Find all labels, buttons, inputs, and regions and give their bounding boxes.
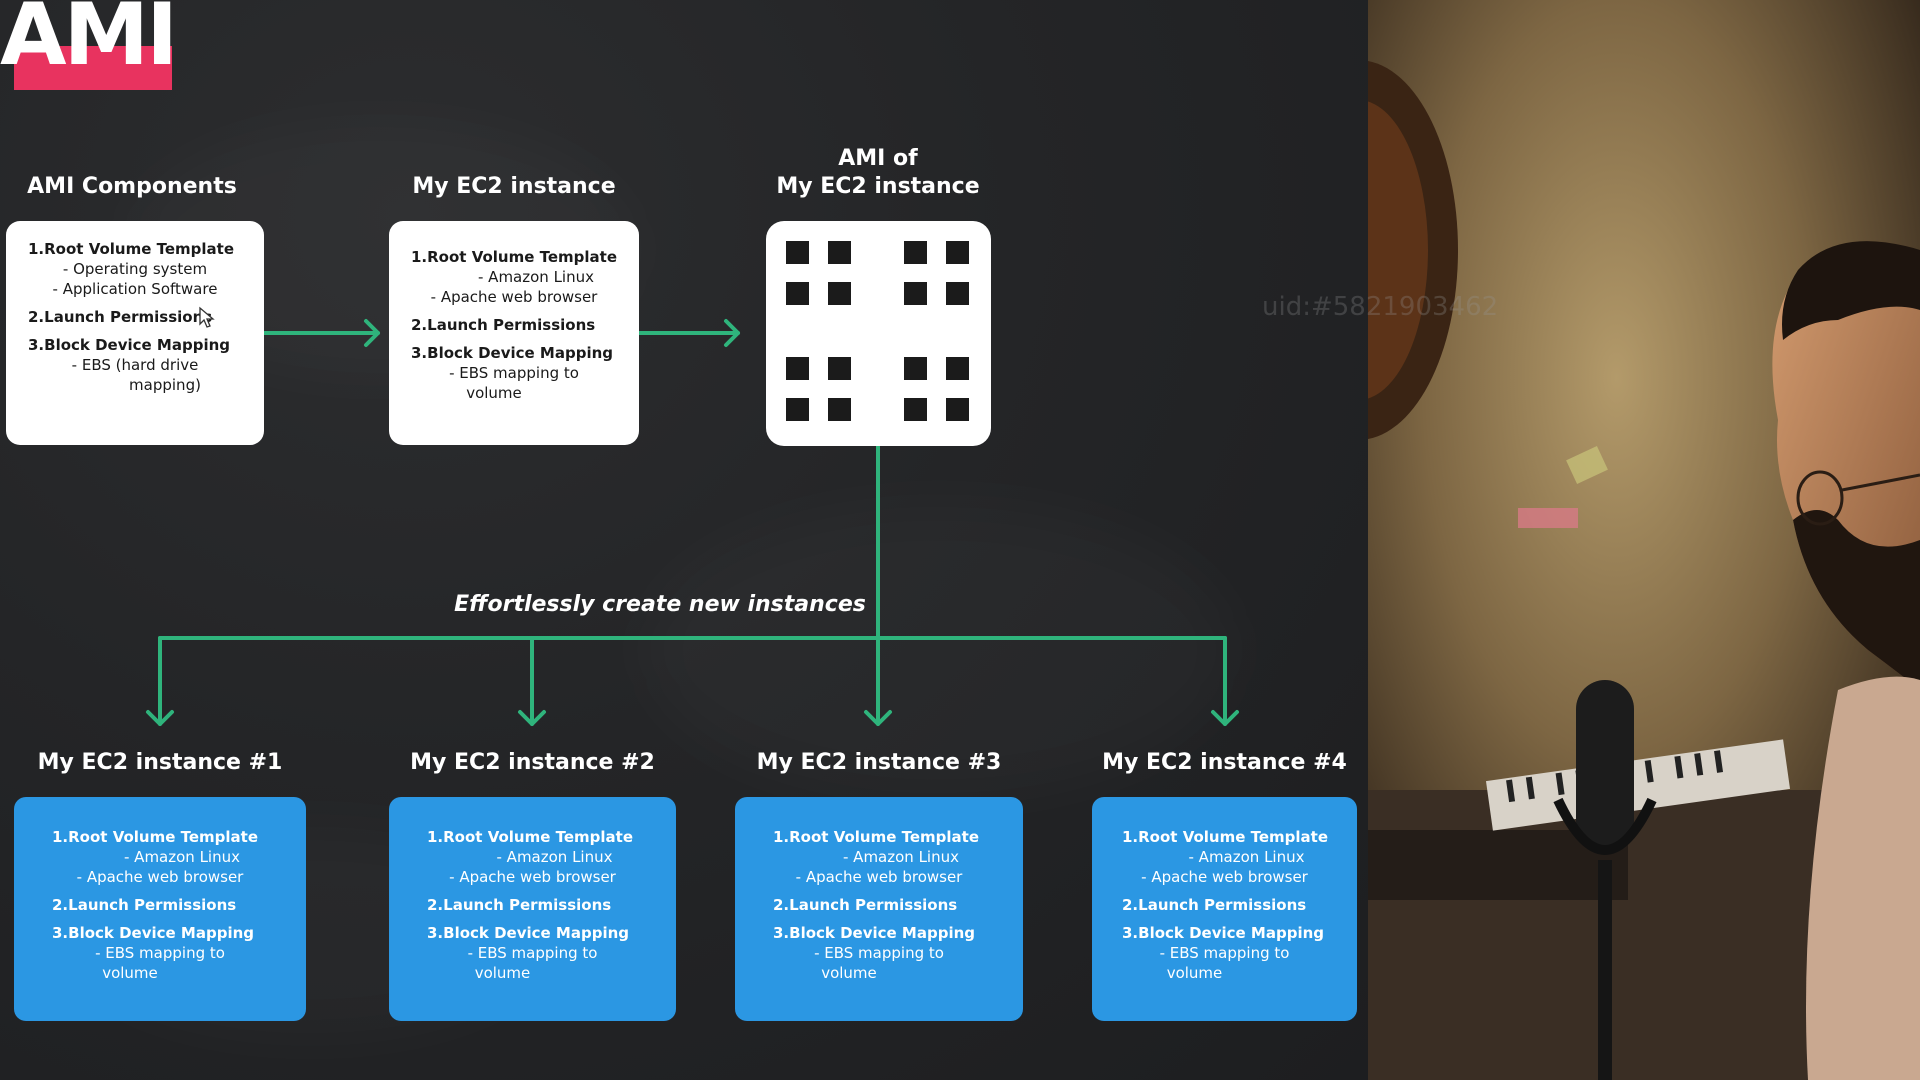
instance-2-heading: My EC2 instance #2 [410, 750, 655, 775]
arrowhead-instance-4 [1211, 710, 1239, 726]
card-line: - Apache web browser [1141, 868, 1308, 886]
grid-square [946, 357, 969, 380]
arrowhead-ami [724, 319, 740, 347]
card-line: - EBS (hard drive [71, 356, 199, 374]
arrowhead-instance-2 [518, 710, 546, 726]
card-line: 3.Block Device Mapping [427, 924, 630, 942]
grid-square [786, 398, 809, 421]
card-line: 2.Launch Permissions [52, 896, 237, 914]
my-ec2-heading: My EC2 instance [412, 174, 616, 199]
card-line: 3.Block Device Mapping [411, 344, 614, 362]
card-line: 3.Block Device Mapping [52, 924, 255, 942]
card-line: - Operating system [62, 260, 208, 278]
card-line: 1.Root Volume Template [1122, 828, 1329, 846]
card-line: 1.Root Volume Template [411, 248, 618, 266]
card-line: - EBS mapping to [814, 944, 944, 962]
my-ec2-card: 1.Root Volume Template - Amazon Linux - … [389, 221, 639, 445]
grid-square [904, 357, 927, 380]
mouse-pointer-icon [199, 306, 215, 328]
slide-title: AMI [0, 0, 180, 92]
card-line: - Apache web browser [430, 288, 598, 306]
grid-square [786, 241, 809, 264]
card-line: - EBS mapping to [95, 944, 225, 962]
grid-square [904, 282, 927, 305]
card-line: - Apache web browser [449, 868, 616, 886]
card-line: - Amazon Linux [1188, 848, 1305, 866]
instance-4-heading: My EC2 instance #4 [1102, 750, 1347, 775]
card-line: 2.Launch Permissions [411, 316, 596, 334]
card-line: - Apache web browser [795, 868, 963, 886]
card-line: - Apache web browser [76, 868, 244, 886]
presenter-webcam [1368, 0, 1920, 1080]
card-line: 3.Block Device Mapping [1122, 924, 1325, 942]
glasses [1796, 470, 1844, 526]
instance-4-card: 1.Root Volume Template - Amazon Linux - … [1092, 797, 1357, 1021]
ami-components-heading: AMI Components [27, 174, 237, 199]
card-line: - EBS mapping to [467, 944, 598, 962]
microphone [1576, 680, 1634, 850]
grid-square [828, 398, 851, 421]
card-line: - Application Software [52, 280, 218, 298]
grid-square [946, 282, 969, 305]
grid-square [828, 241, 851, 264]
presenter-video [1368, 0, 1920, 1080]
presentation-slide: AMI [0, 0, 1368, 1080]
card-line: 3.Block Device Mapping [28, 336, 231, 354]
instance-1-heading: My EC2 instance #1 [37, 750, 283, 775]
card-line: mapping) [129, 376, 201, 394]
card-line: - Amazon Linux [478, 268, 594, 286]
ami-of-heading-line2: My EC2 instance [776, 174, 980, 199]
card-line: - Amazon Linux [124, 848, 240, 866]
card-line: - EBS mapping to [1159, 944, 1290, 962]
branch-caption: Effortlessly create new instances [454, 592, 866, 617]
card-line: 1.Root Volume Template [773, 828, 980, 846]
card-line: volume [466, 384, 522, 402]
flow-arrows [146, 319, 1239, 726]
grid-square [946, 241, 969, 264]
wall-note [1566, 446, 1608, 484]
presenter-beard [1793, 510, 1920, 690]
presenter-shirt [1806, 676, 1920, 1080]
card-line: 2.Launch Permissions [427, 896, 612, 914]
arrowhead-instance-3 [864, 710, 892, 726]
card-line: 3.Block Device Mapping [773, 924, 976, 942]
grid-square [786, 282, 809, 305]
card-line: - Amazon Linux [843, 848, 959, 866]
grid-square [904, 241, 927, 264]
presenter-hair [1782, 241, 1920, 340]
grid-square [828, 282, 851, 305]
card-line: 2.Launch Permissions [28, 308, 213, 326]
card-line: 2.Launch Permissions [1122, 896, 1307, 914]
card-line: - EBS mapping to [449, 364, 579, 382]
wall-note [1518, 508, 1578, 528]
card-line: volume [821, 964, 877, 982]
card-line: - Amazon Linux [496, 848, 613, 866]
card-line: 1.Root Volume Template [52, 828, 259, 846]
grid-square [828, 357, 851, 380]
grid-square [904, 398, 927, 421]
card-line: 2.Launch Permissions [773, 896, 958, 914]
instance-3-heading: My EC2 instance #3 [756, 750, 1002, 775]
instance-3-card: 1.Root Volume Template - Amazon Linux - … [735, 797, 1023, 1021]
grid-of-squares-icon [766, 221, 991, 446]
card-line: 1.Root Volume Template [28, 240, 235, 258]
slide-title-text: AMI [0, 0, 178, 85]
instance-2-card: 1.Root Volume Template - Amazon Linux - … [389, 797, 676, 1021]
ami-of-heading-line1: AMI of [838, 146, 918, 171]
grid-square [946, 398, 969, 421]
instance-1-card: 1.Root Volume Template - Amazon Linux - … [14, 797, 306, 1021]
card-line: volume [474, 964, 531, 982]
card-line: 1.Root Volume Template [427, 828, 634, 846]
card-line: volume [102, 964, 158, 982]
card-line: volume [1166, 964, 1223, 982]
arrowhead-components [364, 319, 380, 347]
grid-square [786, 357, 809, 380]
ami-components-card: 1.Root Volume Template - Operating syste… [6, 221, 264, 445]
arrowhead-instance-1 [146, 710, 174, 726]
title-highlight-bar [14, 46, 172, 90]
watermark-text: uid:#5821903462 [1262, 292, 1499, 322]
